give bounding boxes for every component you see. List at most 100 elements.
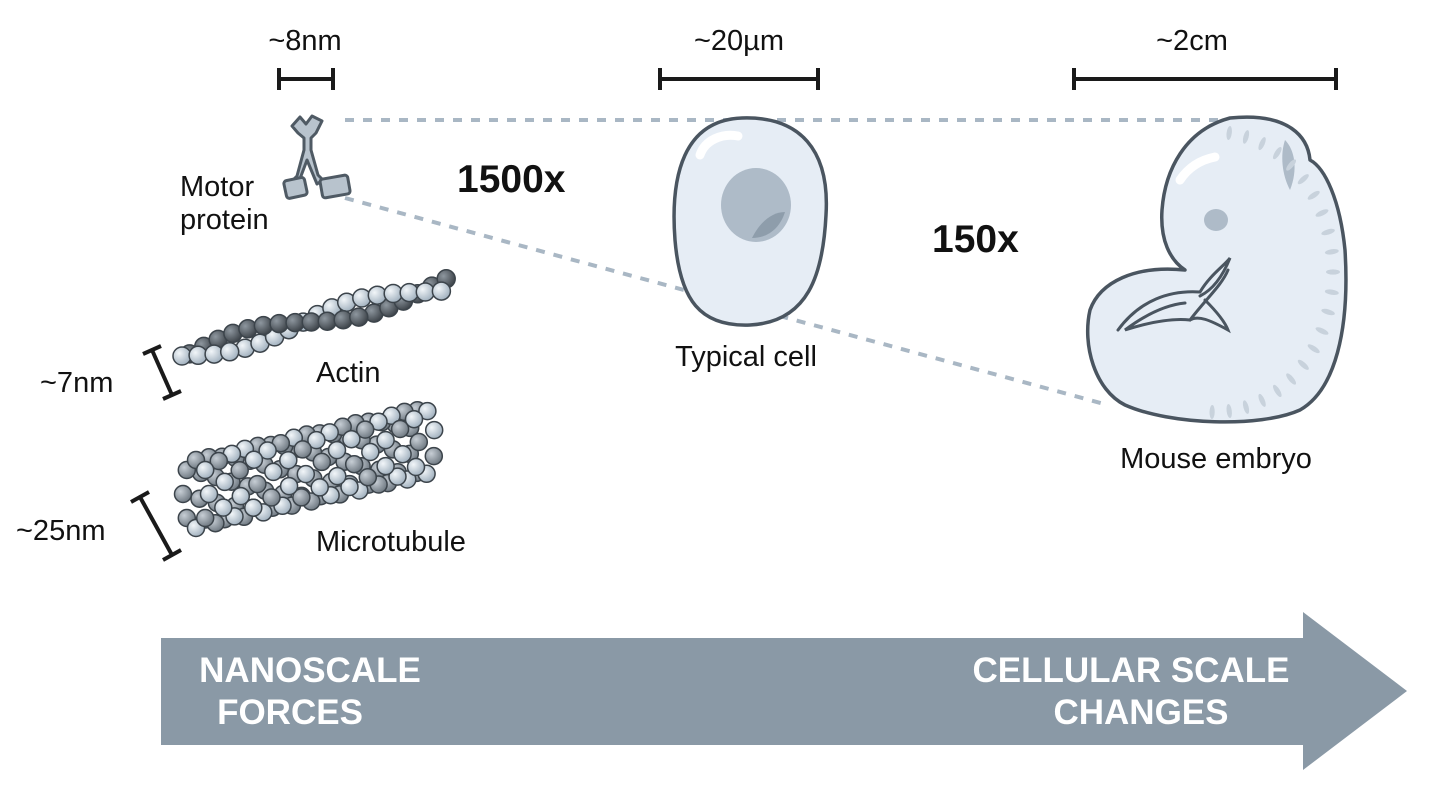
bead bbox=[173, 484, 193, 504]
bead bbox=[231, 486, 251, 506]
bead bbox=[195, 508, 215, 528]
bead bbox=[340, 477, 359, 497]
bead bbox=[264, 462, 283, 482]
bead bbox=[399, 282, 419, 303]
somite bbox=[1321, 308, 1335, 316]
magnification-150x: 150x bbox=[932, 218, 1019, 261]
microtubule-icon bbox=[173, 400, 444, 538]
scale-label-motor: ~8nm bbox=[268, 25, 341, 57]
cell-label: Typical cell bbox=[675, 341, 817, 373]
arrow-right-line1: CELLULAR SCALE bbox=[973, 651, 1290, 690]
cell-icon bbox=[672, 116, 829, 327]
bead bbox=[188, 345, 208, 366]
somite bbox=[1242, 130, 1250, 144]
bead bbox=[361, 442, 380, 462]
bead bbox=[342, 429, 361, 449]
zoom-line-bottom bbox=[344, 196, 1109, 407]
embryo-label: Mouse embryo bbox=[1120, 443, 1312, 475]
somite bbox=[1307, 190, 1320, 200]
bead bbox=[358, 467, 378, 487]
bead bbox=[424, 420, 444, 440]
scale-arrow: NANOSCALE FORCES CELLULAR SCALE CHANGES bbox=[161, 612, 1407, 770]
scale-label-cell: ~20µm bbox=[694, 25, 784, 57]
bead bbox=[404, 409, 424, 429]
mouse-embryo-icon bbox=[1085, 115, 1348, 424]
bead bbox=[244, 450, 264, 469]
somite bbox=[1324, 289, 1339, 295]
somite bbox=[1286, 159, 1297, 171]
arrow-right-line2: CHANGES bbox=[1053, 693, 1228, 732]
bead bbox=[376, 430, 395, 450]
scale-bar-cell: ~20µm bbox=[658, 25, 820, 90]
bead bbox=[292, 488, 311, 507]
bead bbox=[307, 430, 326, 450]
bead bbox=[172, 346, 192, 366]
somite bbox=[1273, 146, 1282, 160]
bead bbox=[344, 454, 364, 474]
bead bbox=[199, 484, 219, 504]
bead bbox=[328, 466, 347, 486]
bead bbox=[248, 474, 267, 494]
zoom-lines bbox=[344, 118, 1230, 407]
scale-label-embryo: ~2cm bbox=[1156, 25, 1228, 57]
bead bbox=[349, 307, 369, 327]
bead bbox=[209, 451, 229, 471]
magnification-1500x: 1500x bbox=[457, 158, 566, 201]
somite bbox=[1297, 359, 1309, 370]
somite bbox=[1297, 174, 1309, 185]
somite bbox=[1209, 405, 1215, 419]
somite bbox=[1226, 404, 1232, 418]
scale-bar-embryo: ~2cm bbox=[1072, 25, 1338, 90]
bead bbox=[258, 441, 277, 460]
motor-protein-label-line2: protein bbox=[180, 204, 269, 236]
somite bbox=[1324, 249, 1339, 255]
bead bbox=[431, 281, 452, 301]
somite bbox=[1258, 137, 1266, 151]
arrow-left-line1: NANOSCALE bbox=[199, 651, 421, 690]
somite bbox=[1315, 209, 1329, 217]
bead bbox=[285, 312, 305, 333]
bead bbox=[195, 460, 215, 480]
bead bbox=[393, 444, 412, 464]
motor-protein-icon bbox=[282, 114, 352, 200]
actin-label: Actin bbox=[316, 357, 380, 389]
bead bbox=[415, 282, 436, 302]
somite bbox=[1258, 393, 1266, 407]
somite bbox=[1321, 228, 1335, 236]
scale-bar-motor: ~8nm bbox=[268, 25, 342, 90]
microtubule-label: Microtubule bbox=[316, 526, 466, 558]
somite bbox=[1242, 400, 1250, 414]
bead bbox=[409, 432, 429, 452]
bead bbox=[390, 419, 410, 439]
bead bbox=[293, 440, 312, 459]
somite bbox=[1326, 269, 1340, 275]
somite bbox=[1273, 384, 1282, 398]
somite bbox=[1307, 344, 1320, 354]
bead bbox=[219, 342, 240, 362]
microtubule-width-label: ~25nm bbox=[16, 515, 105, 547]
bead bbox=[355, 420, 375, 439]
somite bbox=[1226, 126, 1232, 140]
arrow-left-line2: FORCES bbox=[217, 693, 363, 732]
bead bbox=[388, 467, 407, 486]
bead bbox=[279, 476, 299, 496]
actin-width-label: ~7nm bbox=[40, 367, 113, 399]
bead bbox=[214, 498, 233, 517]
somite bbox=[1286, 373, 1297, 385]
somite bbox=[1315, 327, 1329, 335]
microtubule-width-bar bbox=[130, 490, 182, 562]
bead bbox=[327, 440, 347, 460]
bead bbox=[244, 498, 263, 517]
bead bbox=[424, 446, 444, 466]
motor-protein-label-line1: Motor bbox=[180, 171, 254, 203]
bead bbox=[279, 450, 298, 470]
bead bbox=[269, 313, 289, 334]
bead bbox=[406, 457, 426, 477]
bead bbox=[262, 488, 281, 507]
bead bbox=[296, 464, 316, 484]
bead bbox=[312, 452, 332, 472]
actin-width-bar bbox=[142, 344, 182, 401]
bead bbox=[310, 478, 329, 497]
bead bbox=[230, 461, 249, 480]
